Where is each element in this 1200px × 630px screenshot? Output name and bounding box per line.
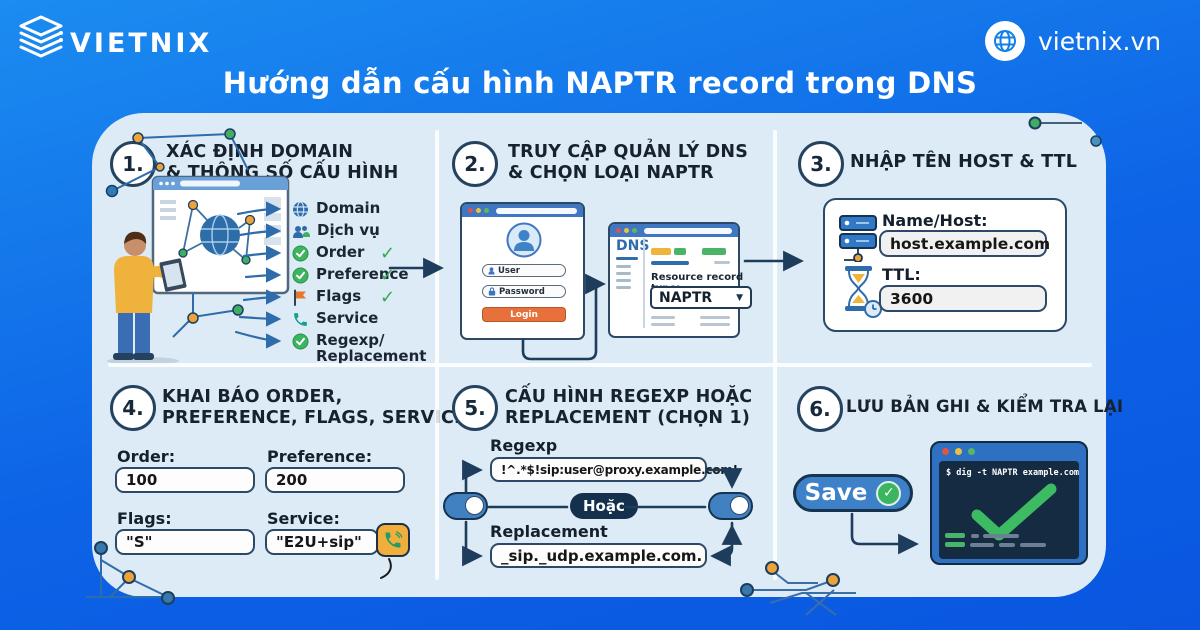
step-1-number: 1. bbox=[110, 141, 156, 187]
website-url: vietnix.vn bbox=[1038, 27, 1162, 56]
regexp-input[interactable]: !^.*$!sip:user@proxy.example.com! bbox=[490, 457, 738, 482]
window-titlebar bbox=[610, 224, 738, 237]
replacement-toggle[interactable] bbox=[708, 492, 753, 520]
terminal-window: $ dig -t NAPTR example.com bbox=[930, 441, 1088, 565]
list-item: Order bbox=[292, 244, 364, 262]
step-6-number: 6. bbox=[797, 386, 843, 432]
user-icon bbox=[488, 266, 495, 274]
list-item: Service bbox=[292, 310, 378, 328]
window-controls bbox=[932, 443, 1086, 455]
step-2-title: TRUY CẬP QUẢN LÝ DNS& CHỌN LOẠI NAPTR bbox=[508, 142, 749, 184]
globe-icon bbox=[985, 21, 1025, 61]
row-divider bbox=[108, 363, 1092, 367]
globe-icon bbox=[293, 201, 308, 218]
save-label: Save bbox=[804, 480, 868, 506]
ttl-input[interactable]: 3600 bbox=[879, 285, 1047, 312]
check-circle-icon bbox=[292, 245, 309, 262]
step-4-title: KHAI BÁO ORDER,PREFERENCE, FLAGS, SERVIC… bbox=[162, 387, 467, 429]
service-input[interactable]: "E2U+sip" bbox=[265, 529, 379, 555]
dns-window: DNS Resource record type: bbox=[608, 222, 743, 338]
preference-input[interactable]: 200 bbox=[265, 467, 405, 493]
flags-input[interactable]: "S" bbox=[115, 529, 255, 555]
ttl-label: TTL: bbox=[882, 265, 921, 284]
name-host-input[interactable]: host.example.com bbox=[879, 230, 1050, 257]
order-label: Order: bbox=[117, 447, 176, 466]
flags-label: Flags: bbox=[117, 509, 172, 528]
chevron-down-icon: ▼ bbox=[736, 292, 743, 303]
name-host-label: Name/Host: bbox=[882, 211, 988, 230]
step-4-number: 4. bbox=[110, 385, 156, 431]
replacement-label: Replacement bbox=[490, 522, 608, 541]
username-field[interactable]: User bbox=[482, 264, 566, 277]
check-circle-icon bbox=[292, 333, 309, 350]
step-2-number: 2. bbox=[452, 141, 498, 187]
hourglass-icon bbox=[845, 266, 882, 318]
order-input[interactable]: 100 bbox=[115, 467, 255, 493]
lock-icon bbox=[488, 287, 496, 296]
brand-name: VIETNIX bbox=[70, 28, 213, 59]
column-divider bbox=[435, 130, 439, 580]
window-titlebar bbox=[462, 204, 583, 217]
regexp-label: Regexp bbox=[490, 436, 558, 455]
column-divider bbox=[773, 130, 777, 580]
phone-icon bbox=[294, 313, 307, 326]
step-3-title: NHẬP TÊN HOST & TTL bbox=[850, 152, 1078, 172]
list-item: Regexp/Replacement bbox=[292, 332, 426, 365]
sip-phone-badge bbox=[376, 523, 410, 557]
step-5-number: 5. bbox=[452, 385, 498, 431]
flag-icon bbox=[294, 289, 306, 306]
phone-icon bbox=[385, 531, 403, 548]
avatar bbox=[506, 222, 542, 258]
check-circle-icon bbox=[292, 267, 309, 284]
success-check-icon bbox=[971, 483, 1057, 541]
replacement-input[interactable]: _sip._udp.example.com. bbox=[490, 543, 707, 568]
list-item: Flags bbox=[292, 288, 361, 306]
list-item: Dịch vụ bbox=[292, 222, 380, 240]
service-label: Service: bbox=[267, 509, 340, 528]
step-3-number: 3. bbox=[798, 141, 844, 187]
page-title: Hướng dẫn cấu hình NAPTR record trong DN… bbox=[222, 66, 978, 100]
server-icon bbox=[839, 215, 877, 262]
list-item: Preference bbox=[292, 266, 409, 284]
dig-command: $ dig -t NAPTR example.com bbox=[946, 468, 1080, 478]
check-icon: ✓ bbox=[380, 265, 396, 286]
record-type-dropdown[interactable]: NAPTR ▼ bbox=[650, 286, 752, 309]
users-icon bbox=[293, 226, 310, 238]
record-type-value: NAPTR bbox=[659, 289, 713, 306]
check-icon: ✓ bbox=[380, 287, 396, 308]
dns-app-label: DNS bbox=[616, 238, 650, 254]
vietnix-logo-icon bbox=[19, 15, 63, 58]
list-item: Domain bbox=[292, 200, 380, 218]
preference-label: Preference: bbox=[267, 447, 373, 466]
step-6-title: LƯU BẢN GHI & KIỂM TRA LẠI bbox=[846, 397, 1124, 416]
check-icon: ✓ bbox=[380, 243, 396, 264]
save-button[interactable]: Save ✓ bbox=[793, 474, 913, 512]
terminal-screen: $ dig -t NAPTR example.com bbox=[939, 461, 1079, 559]
check-circle-icon: ✓ bbox=[876, 480, 902, 506]
